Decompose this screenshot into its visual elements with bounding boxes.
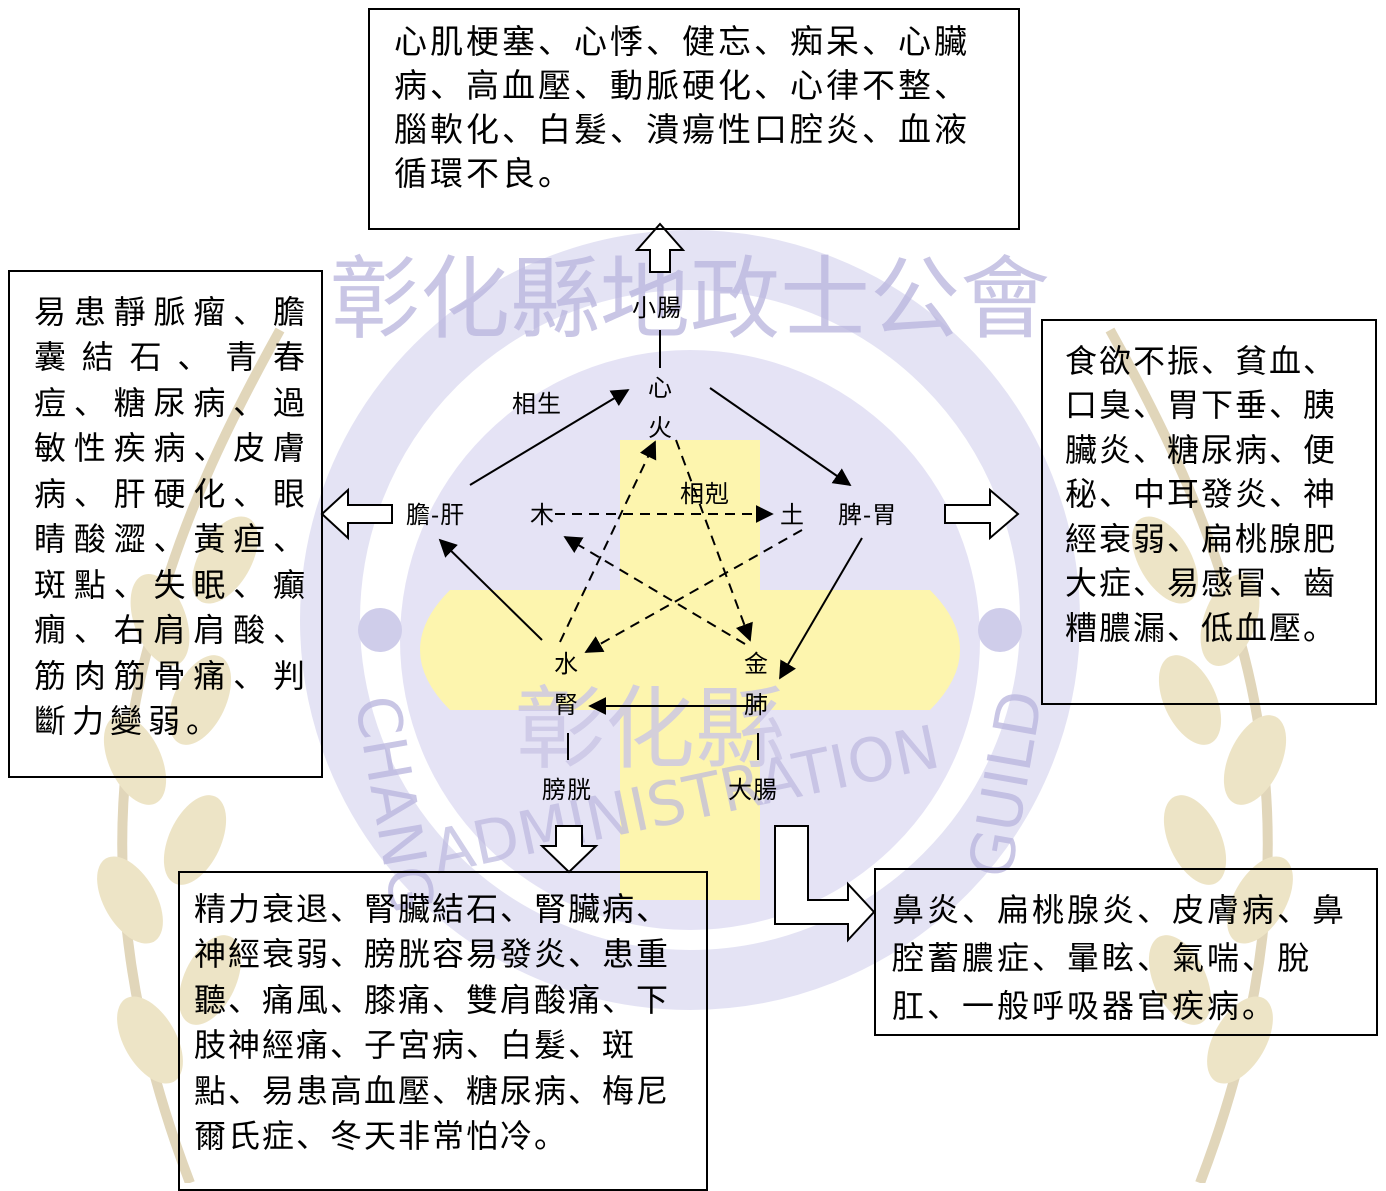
hollow-arrow-bent — [774, 825, 876, 943]
label-gallbladder-liver: 膽-肝 — [406, 501, 466, 529]
emblem-outer-circle — [300, 230, 1080, 1010]
liver-symptoms-box: 易患靜脈瘤、膽囊結石、青春痘、糖尿病、過敏性疾病、皮膚病、肝硬化、眼睛酸澀、黃疸… — [8, 270, 323, 778]
lung-symptoms-box: 鼻炎、扁桃腺炎、皮膚病、鼻腔蓄膿症、暈眩、氣喘、脫肛、一般呼吸器官疾病。 — [874, 868, 1378, 1036]
wheat-left-icon — [97, 327, 285, 1183]
arrow-earth-to-water — [584, 529, 803, 653]
label-spleen-stomach: 脾-胃 — [838, 501, 898, 529]
arrow-liver-to-heart — [469, 389, 630, 486]
label-fire: 火 — [648, 414, 673, 442]
emblem-dot-right — [978, 608, 1022, 652]
arrow-kidney-to-liver — [438, 538, 543, 641]
heart-symptoms-box: 心肌梗塞、心悸、健忘、痴呆、心臟病、高血壓、動脈硬化、心律不整、腦軟化、白髮、潰… — [368, 8, 1020, 230]
watermark-center-text: 彰化縣 — [515, 677, 785, 782]
label-water: 水 — [554, 650, 579, 678]
arrow-water-to-fire — [559, 440, 657, 643]
hollow-arrow-right — [944, 487, 1020, 541]
label-large-intestine: 大腸 — [728, 776, 778, 804]
emblem-cross — [420, 440, 960, 900]
label-earth: 土 — [780, 501, 805, 529]
arrow-fire-to-metal — [675, 439, 753, 642]
label-bladder: 膀胱 — [542, 776, 592, 804]
label-kidney: 腎 — [554, 691, 579, 719]
watermark-top-text: 彰化縣地政士公會 — [330, 247, 1050, 352]
label-lung: 肺 — [744, 691, 769, 719]
spleen-symptoms-box: 食欲不振、貧血、口臭、胃下垂、胰臟炎、糖尿病、便秘、中耳發炎、神經衰弱、扁桃腺肥… — [1041, 319, 1377, 705]
label-metal: 金 — [744, 650, 769, 678]
hollow-arrow-down — [539, 825, 599, 874]
label-small-intestine: 小腸 — [632, 294, 682, 322]
arrow-metal-to-wood — [563, 536, 746, 645]
kidney-symptoms-box: 精力衰退、腎臟結石、腎臟病、神經衰弱、膀胱容易發炎、患重聽、痛風、膝痛、雙肩酸痛… — [178, 871, 708, 1191]
label-generating: 相生 — [512, 390, 562, 418]
hollow-arrow-left — [320, 487, 393, 541]
label-wood: 木 — [530, 501, 555, 529]
wheat-right-icon — [1105, 327, 1293, 1183]
label-overcoming: 相剋 — [680, 480, 730, 508]
label-heart: 心 — [648, 374, 673, 402]
hollow-arrow-up — [634, 222, 686, 273]
arrow-heart-to-spleen — [709, 387, 852, 487]
emblem-dot-left — [358, 608, 402, 652]
arrow-spleen-to-lung — [779, 537, 863, 680]
